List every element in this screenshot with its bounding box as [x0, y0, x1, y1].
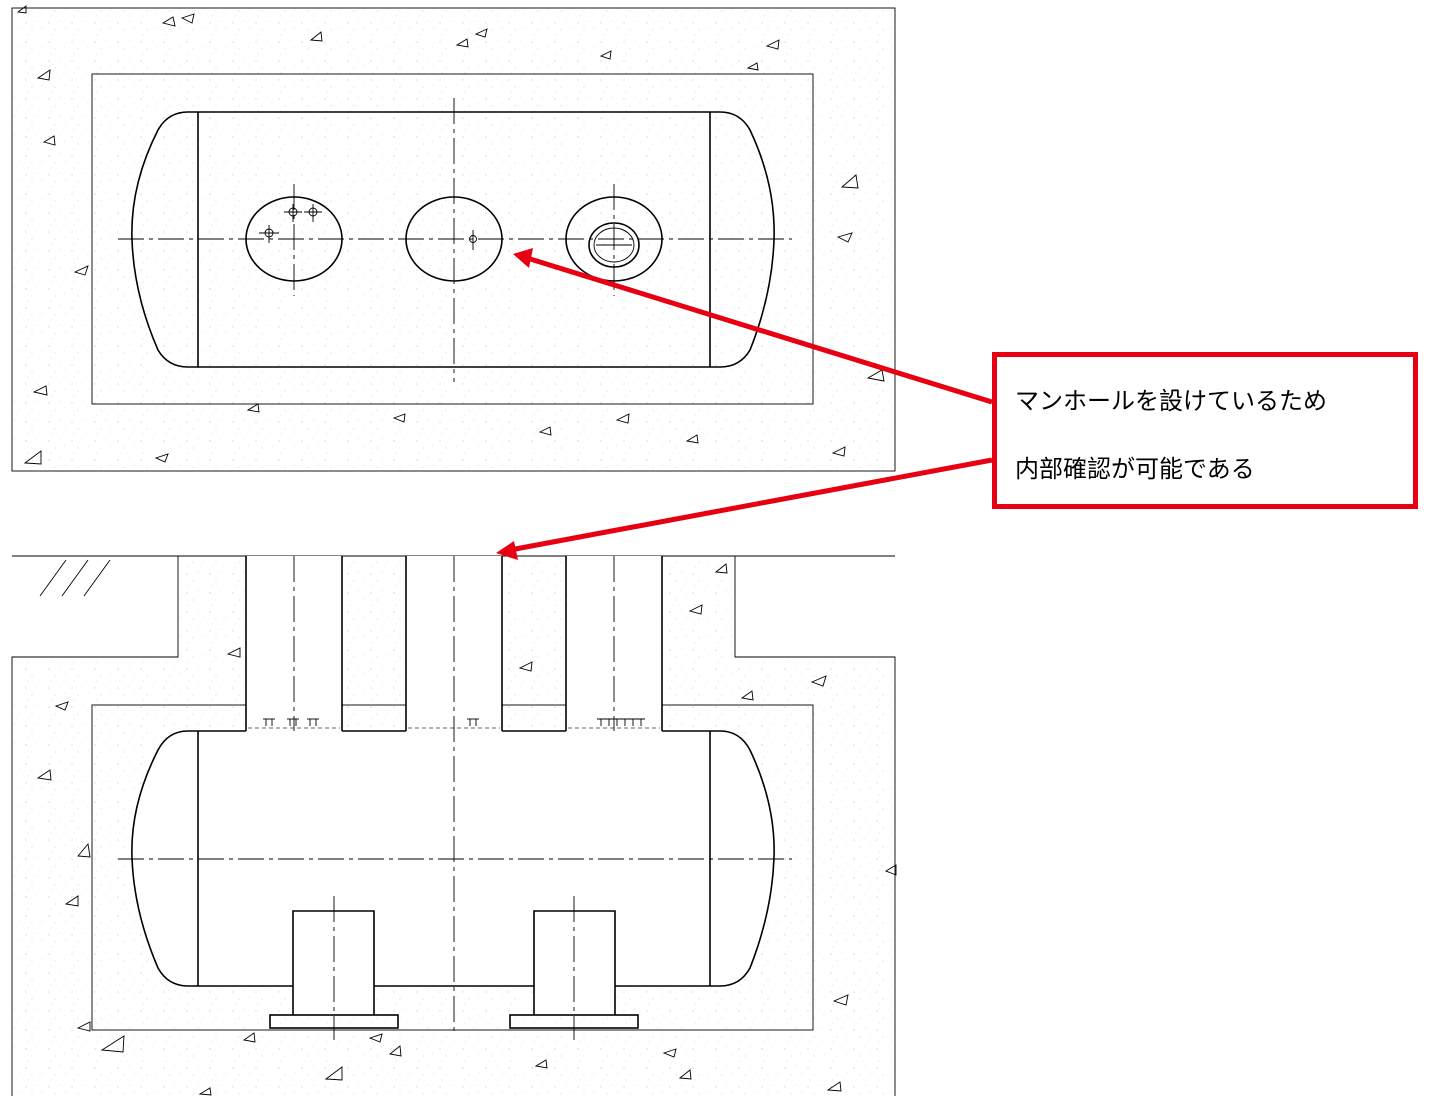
plan-view — [11, 5, 896, 472]
section-saddle-left — [269, 896, 399, 1040]
plan-manhole-3-inner-2 — [593, 227, 635, 263]
callout-arrows — [496, 248, 993, 560]
plan-outer-boundary — [11, 7, 896, 472]
plan-inner-pit — [91, 73, 814, 405]
section-saddle-right — [509, 896, 639, 1040]
plan-manhole-1 — [245, 196, 343, 282]
plan-aggregate-symbols — [16, 5, 885, 465]
callout-arrow-to-plan-manhole — [526, 255, 993, 405]
section-tank — [131, 730, 775, 987]
callout-arrowhead-section — [496, 541, 518, 560]
callout-arrow-to-section-manhole — [509, 457, 993, 553]
plan-manhole-3 — [565, 196, 663, 282]
plan-manhole-3-inner — [588, 222, 640, 268]
plan-manhole-2 — [405, 196, 503, 282]
ground-hatch — [39, 559, 111, 597]
callout-arrowhead-plan — [513, 248, 533, 268]
section-aggregate-symbols — [36, 563, 897, 1096]
section-outer-right — [734, 556, 896, 1096]
plan-manhole-2-nozzle — [469, 230, 477, 250]
plan-manhole-1-nozzles — [259, 204, 322, 243]
section-outer-left — [11, 556, 179, 1096]
section-view — [11, 555, 897, 1096]
callout-note-line-2: 内部確認が可能である — [1015, 455, 1255, 483]
callout-note-line-1: マンホールを設けているため — [1015, 387, 1327, 415]
callout-note-box: マンホールを設けているため 内部確認が可能である — [992, 352, 1418, 509]
plan-outer-concrete — [12, 8, 895, 471]
section-manhole-1 — [245, 556, 343, 786]
